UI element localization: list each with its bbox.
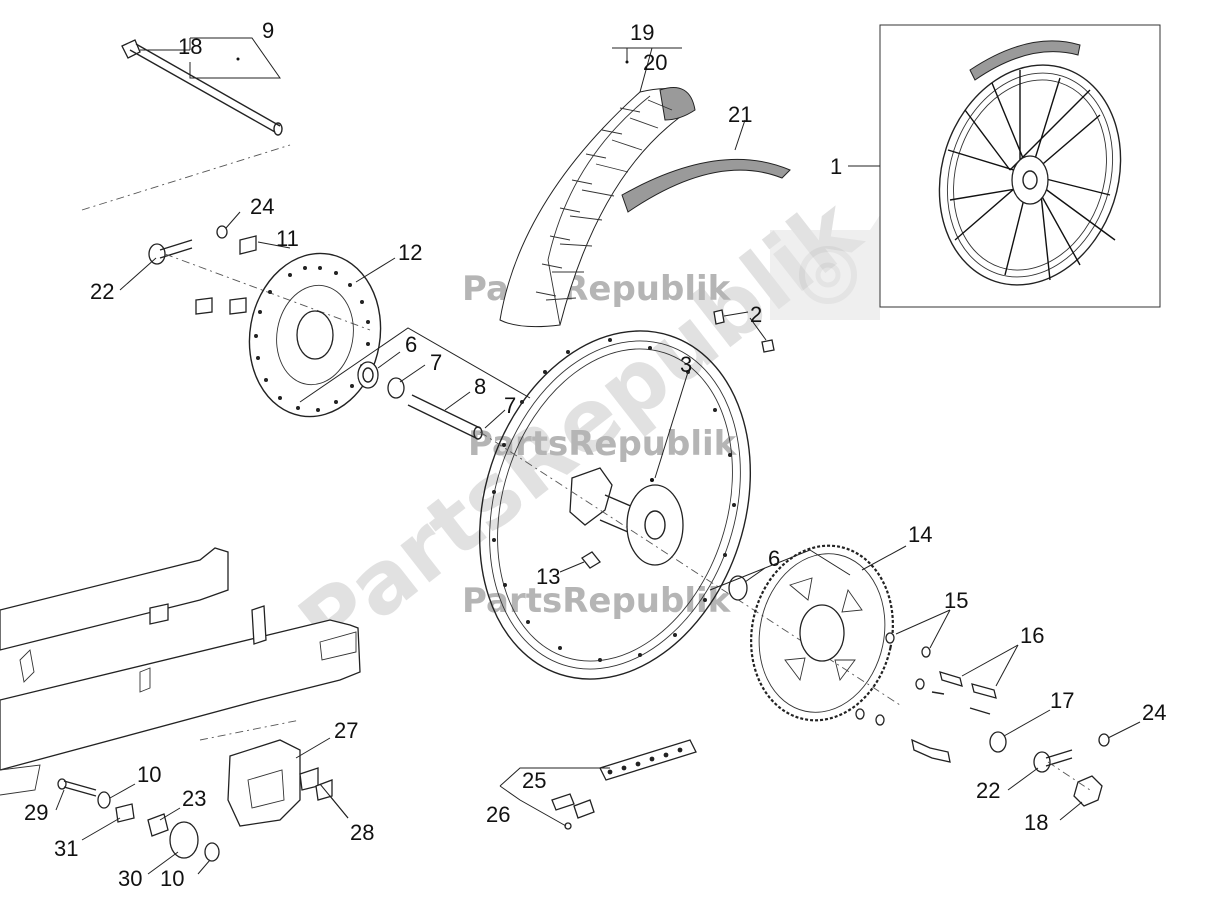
axle-spacers: 6 7 8 7 (299, 327, 531, 440)
brake-disc: 12 (248, 240, 422, 418)
tire: 21 19 20 (499, 20, 791, 328)
callout-19: 19 (630, 20, 654, 45)
callout-10-top: 10 (137, 762, 161, 787)
callout-23: 23 (182, 786, 206, 811)
callout-15: 15 (944, 588, 968, 613)
callout-6-left: 6 (405, 332, 417, 357)
watermark-brand-3: PartsRepublik (462, 581, 732, 621)
callout-14: 14 (908, 522, 932, 547)
callout-10-bottom: 10 (160, 866, 184, 891)
callout-21: 21 (728, 102, 752, 127)
callout-9: 9 (262, 18, 274, 43)
watermark-brand-2: PartsRepublik (468, 424, 738, 464)
chain-guide-group: 27 28 (199, 718, 374, 845)
watermark-gear-logo (770, 215, 880, 320)
callout-8: 8 (474, 374, 486, 399)
callout-7-right: 7 (504, 393, 516, 418)
watermark-brand-1: PartsRepublik (462, 269, 732, 309)
callout-20: 20 (643, 50, 667, 75)
callout-25: 25 (522, 768, 546, 793)
callout-26: 26 (486, 802, 510, 827)
callout-22-right: 22 (976, 778, 1000, 803)
bottom-left-hardware: 29 10 31 23 30 10 (24, 762, 220, 891)
complete-wheel-inset: 1 (830, 24, 1161, 308)
callout-28: 28 (350, 820, 374, 845)
callout-13: 13 (536, 564, 560, 589)
callout-17: 17 (1050, 688, 1074, 713)
left-hardware: 22 24 11 (90, 194, 371, 331)
rear-axle-group: 18 9 (81, 18, 291, 211)
callout-24-right: 24 (1142, 700, 1166, 725)
chain-group: 25 26 (486, 739, 697, 830)
callout-6-right: 6 (768, 546, 780, 571)
callout-12: 12 (398, 240, 422, 265)
callout-18-bottom: 18 (1024, 810, 1048, 835)
callout-7-left: 7 (430, 350, 442, 375)
rim-and-hub: 3 2 13 (478, 302, 901, 706)
callout-1: 1 (830, 154, 842, 179)
callout-27: 27 (334, 718, 358, 743)
callout-18-top: 18 (178, 34, 202, 59)
callout-24-left: 24 (250, 194, 274, 219)
callout-16: 16 (1020, 623, 1044, 648)
callout-3: 3 (680, 352, 692, 377)
callout-11: 11 (276, 226, 299, 251)
swingarm (0, 547, 361, 796)
callout-31: 31 (54, 836, 78, 861)
callout-22-left: 22 (90, 279, 114, 304)
callout-29: 29 (24, 800, 48, 825)
callout-30: 30 (118, 866, 142, 891)
callout-2: 2 (750, 302, 762, 327)
sprocket-group: 6 14 15 16 17 (709, 522, 1166, 835)
